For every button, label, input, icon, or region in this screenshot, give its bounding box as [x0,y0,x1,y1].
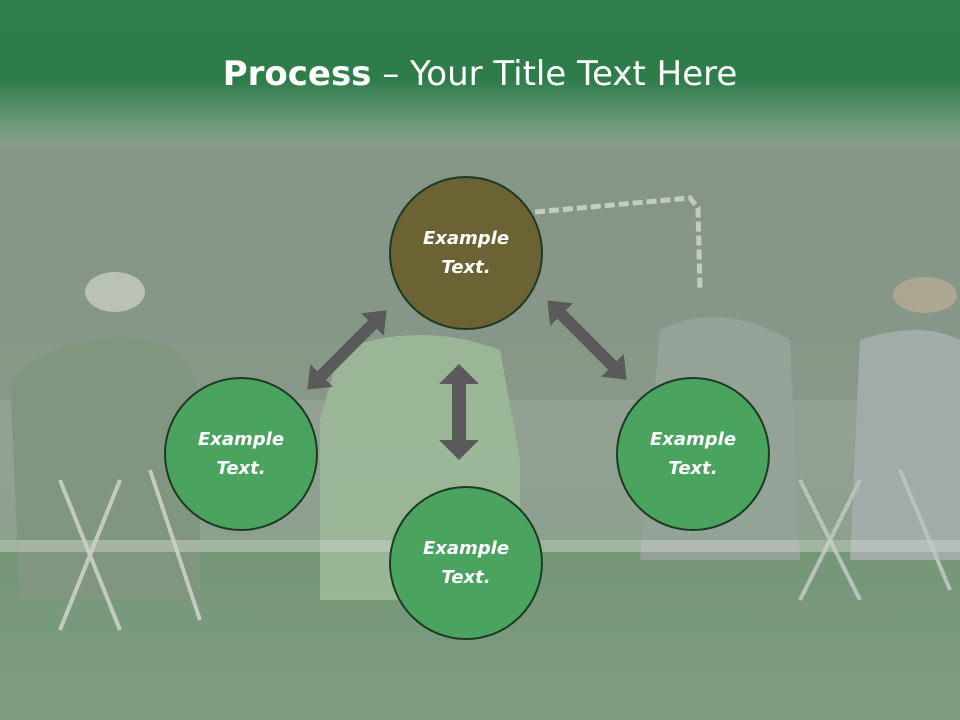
node-text-line2: Text. [668,458,718,479]
node-text-line2: Text. [441,257,491,278]
node-text-line1: Example [197,429,285,450]
node-text-line1: Example [649,429,737,450]
arrow-top-left [307,310,387,390]
node-text-line1: Example [422,538,510,559]
header-band [0,0,960,150]
title-rest: – Your Title Text Here [371,54,738,94]
node-text-line2: Text. [441,567,491,588]
slide-title: Process – Your Title Text Here [0,52,960,96]
arrow-top-right [547,300,627,380]
arrow-vertical [439,364,479,460]
title-bold: Process [222,54,372,94]
node-text-line2: Text. [216,458,266,479]
node-text-line1: Example [422,228,510,249]
